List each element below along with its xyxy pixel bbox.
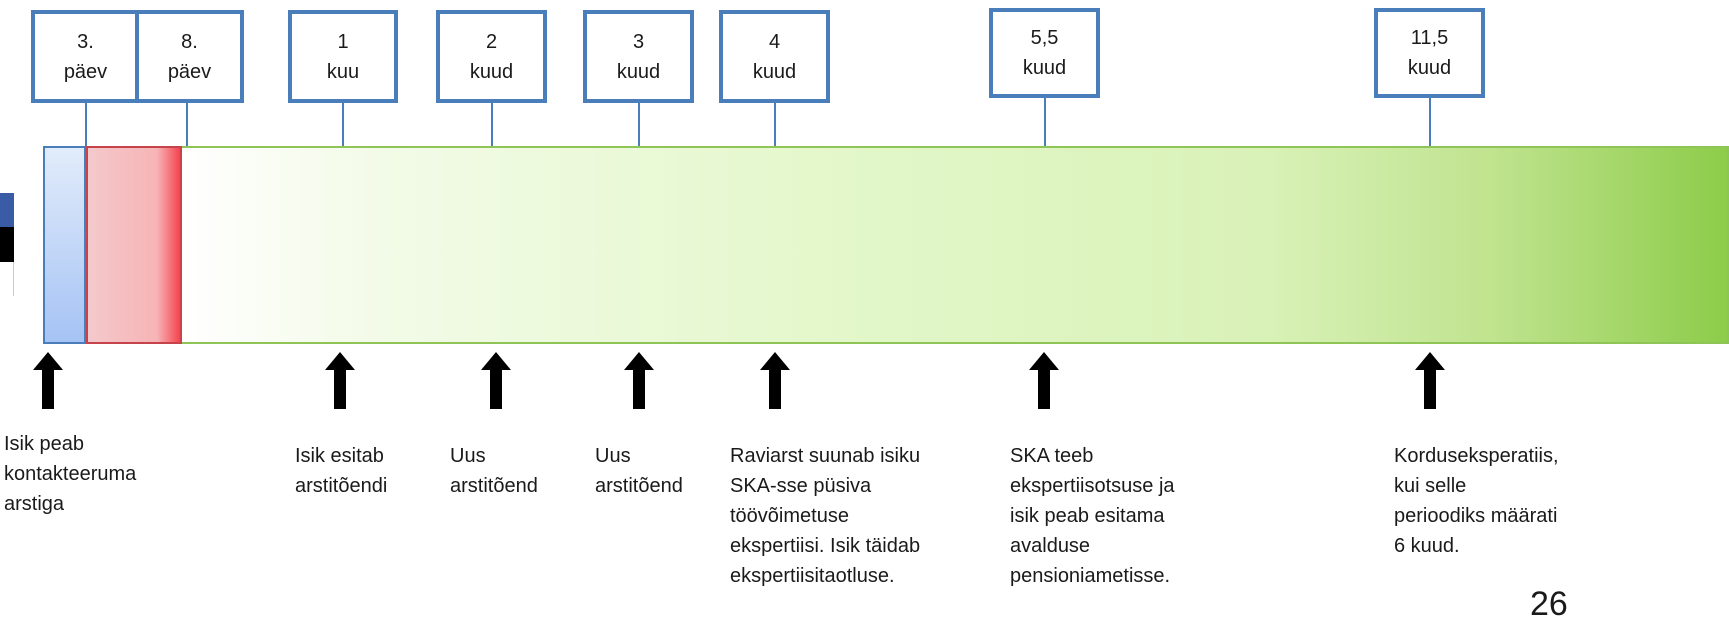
connector-line <box>774 103 776 146</box>
up-arrow-icon <box>1029 352 1059 409</box>
milestone-unit: kuud <box>1022 57 1067 79</box>
timeline-blue-segment <box>43 146 86 344</box>
milestone-box: 1 kuu <box>288 10 398 103</box>
milestone-box: 2 kuud <box>436 10 547 103</box>
connector-line <box>638 103 640 146</box>
milestone-value: 5,5 <box>1030 27 1059 49</box>
up-arrow-icon <box>1415 352 1445 409</box>
milestone-value: 2 <box>485 30 498 53</box>
milestone-description: SKA teeb ekspertiisotsuse ja isik peab e… <box>1010 445 1175 587</box>
flag-black-stripe <box>0 227 14 262</box>
milestone-value: 8. <box>181 30 198 53</box>
flag-blue-stripe <box>0 193 14 227</box>
milestone-unit: kuud <box>616 60 661 83</box>
up-arrow-icon <box>33 352 63 409</box>
milestone-box: 5,5 kuud <box>989 8 1100 98</box>
milestone-unit: päev <box>63 60 108 83</box>
milestone-description: Raviarst suunab isiku SKA-sse püsiva töö… <box>730 445 921 587</box>
connector-line <box>1429 98 1431 146</box>
connector-line <box>342 103 344 146</box>
milestone-description: Uus arstitõend <box>595 445 683 497</box>
up-arrow-icon <box>325 352 355 409</box>
milestone-box: 4 kuud <box>719 10 830 103</box>
up-arrow-icon <box>624 352 654 409</box>
connector-line <box>1044 98 1046 146</box>
flag-white-stripe <box>0 262 14 296</box>
timeline-red-segment <box>86 146 182 344</box>
milestone-description: Korduseksperatiis, kui selle perioodiks … <box>1394 445 1559 557</box>
connector-line <box>491 103 493 146</box>
milestone-description: Isik esitab arstitõendi <box>295 445 388 497</box>
milestone-unit: kuud <box>752 60 797 83</box>
up-arrow-icon <box>760 352 790 409</box>
milestone-box: 3 kuud <box>583 10 694 103</box>
page-number: 26 <box>1530 585 1568 623</box>
milestone-value: 4 <box>768 30 781 53</box>
milestone-description: Isik peab kontakteeruma arstiga <box>4 433 137 515</box>
milestone-value: 3. <box>77 30 94 53</box>
milestone-value: 11,5 <box>1410 27 1449 49</box>
milestone-box: 8. päev <box>135 10 244 103</box>
connector-line <box>186 103 188 146</box>
milestone-unit: kuu <box>326 60 360 83</box>
milestone-box: 11,5 kuud <box>1374 8 1485 98</box>
milestone-value: 3 <box>632 30 645 53</box>
connector-line <box>85 103 87 146</box>
milestone-description: Uus arstitõend <box>450 445 538 497</box>
up-arrow-icon <box>481 352 511 409</box>
milestone-unit: kuud <box>469 60 514 83</box>
milestone-value: 1 <box>337 30 349 53</box>
milestone-unit: päev <box>167 60 212 83</box>
milestone-box: 3. päev <box>31 10 140 103</box>
milestone-unit: kuud <box>1407 57 1452 79</box>
timeline-green-segment <box>180 146 1729 344</box>
